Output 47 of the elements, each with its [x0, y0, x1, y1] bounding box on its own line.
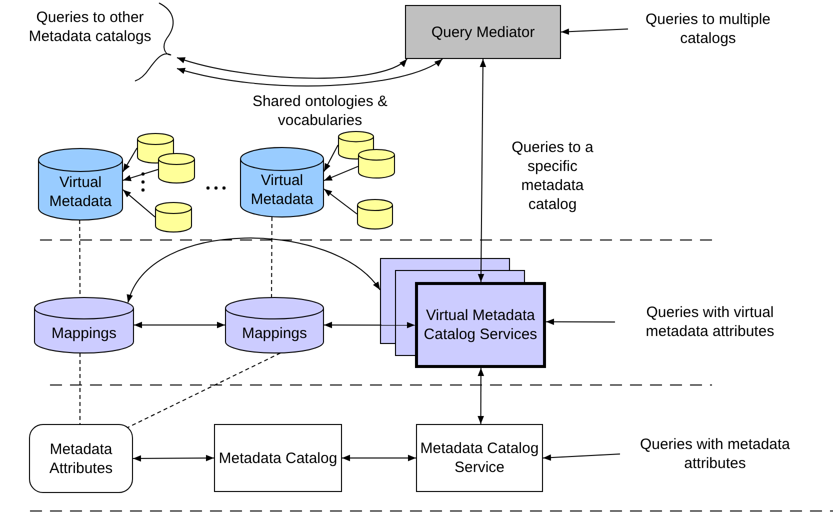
arrow — [324, 144, 338, 172]
node-text: Queries with metadata attributes — [638, 435, 792, 473]
node-text: Query Mediator — [431, 22, 535, 42]
node-text: Virtual Metadata Catalog Services — [422, 306, 538, 344]
node-text: Mappings — [51, 324, 117, 342]
ontology-cylinder — [358, 149, 395, 178]
arrow — [122, 169, 158, 182]
arrow — [324, 166, 358, 182]
ontology-cylinder — [158, 153, 195, 183]
arrow — [134, 322, 226, 328]
arrow — [122, 189, 156, 218]
arrow — [478, 368, 484, 424]
dashed-connector — [127, 352, 281, 428]
arrow — [176, 58, 443, 86]
node-text: Queries with virtual metadata attributes — [644, 303, 776, 341]
service-box — [416, 424, 543, 492]
arrow — [324, 322, 416, 328]
node-text: Virtual Metadata — [48, 173, 113, 211]
ontology-cylinder — [357, 199, 393, 229]
ontology-cylinder — [155, 202, 192, 232]
node-text: Metadata Catalog — [218, 448, 338, 468]
node-text: Metadata Attributes — [48, 440, 114, 478]
mediator-box — [405, 5, 561, 59]
arrow — [128, 238, 380, 304]
dashed-connector — [79, 352, 80, 424]
attributes-box — [29, 424, 133, 493]
arrow — [132, 454, 214, 462]
node-text: Queries to multiple catalogs — [644, 10, 772, 48]
arrow — [324, 188, 358, 214]
node-text: Metadata Catalog Service — [419, 439, 540, 477]
service-stack — [380, 258, 546, 368]
arrow — [342, 454, 416, 462]
arrow — [176, 56, 408, 79]
node-text: Mappings — [242, 324, 308, 342]
catalog-box — [214, 424, 342, 492]
annotation-text: Queries to other Metadata catalogs — [28, 8, 152, 46]
annotation-text: Shared ontologies & vocabularies — [251, 92, 389, 130]
arrow — [546, 318, 616, 326]
database-cylinder — [34, 297, 134, 353]
database-cylinder — [38, 148, 123, 220]
arrow — [478, 58, 486, 282]
node-text: Virtual Metadata — [250, 171, 314, 209]
arrow — [542, 454, 620, 461]
arrow — [560, 28, 628, 35]
database-cylinder — [240, 147, 324, 217]
database-cylinder — [225, 297, 324, 353]
dashed-connector — [271, 216, 272, 298]
